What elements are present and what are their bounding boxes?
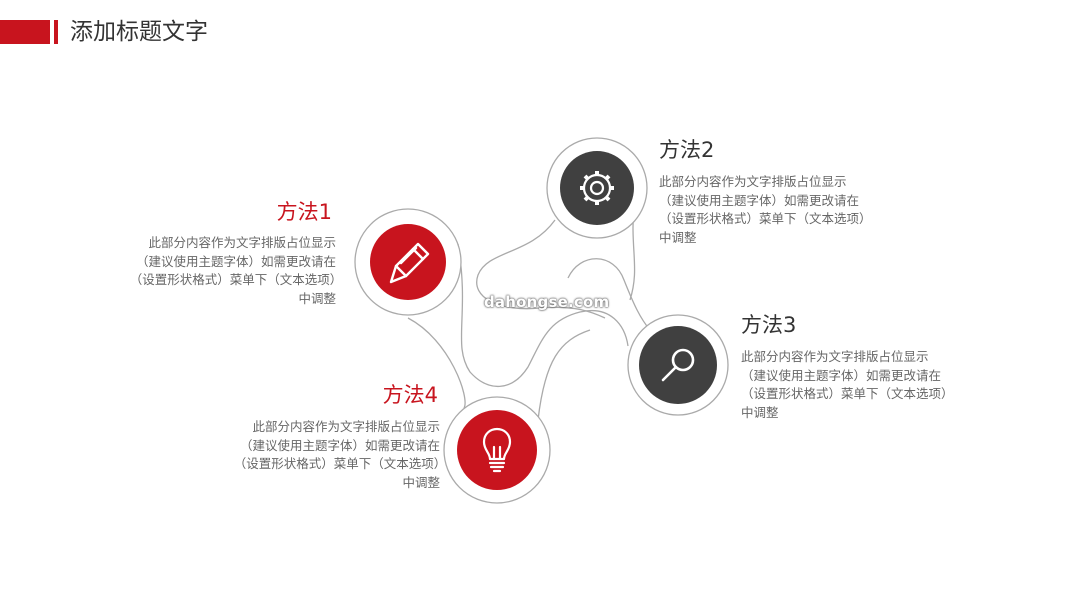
method-node-3 (627, 314, 729, 416)
magnifier-icon (661, 348, 695, 382)
connector-outlines (407, 204, 651, 421)
title-accent-tick (54, 20, 58, 44)
node-3-disc (639, 326, 717, 404)
method-node-4 (443, 396, 551, 504)
method-2-description: 此部分内容作为文字排版占位显示（建议使用主题字体）如需更改请在（设置形状格式）菜… (659, 174, 866, 245)
node-4-disc (457, 410, 537, 490)
method-4-title: 方法4 (382, 383, 438, 407)
node-1-disc (370, 224, 446, 300)
page-title: 添加标题文字 (70, 19, 208, 45)
method-node-1 (354, 208, 462, 316)
method-3-description: 此部分内容作为文字排版占位显示（建议使用主题字体）如需更改请在（设置形状格式）菜… (741, 349, 948, 420)
method-1-description: 此部分内容作为文字排版占位显示（建议使用主题字体）如需更改请在（设置形状格式）菜… (129, 235, 336, 306)
pencil-icon (389, 242, 430, 284)
lightbulb-icon (482, 427, 512, 473)
title-accent-bar (0, 20, 50, 44)
method-1-title: 方法1 (276, 200, 332, 224)
watermark-text: dahongse.com (484, 293, 610, 311)
method-4-description: 此部分内容作为文字排版占位显示（建议使用主题字体）如需更改请在（设置形状格式）菜… (233, 419, 440, 490)
method-3-title: 方法3 (741, 313, 797, 337)
method-node-2 (546, 137, 648, 239)
method-2-title: 方法2 (659, 138, 715, 162)
node-2-disc (560, 151, 634, 225)
gear-icon (580, 171, 614, 205)
